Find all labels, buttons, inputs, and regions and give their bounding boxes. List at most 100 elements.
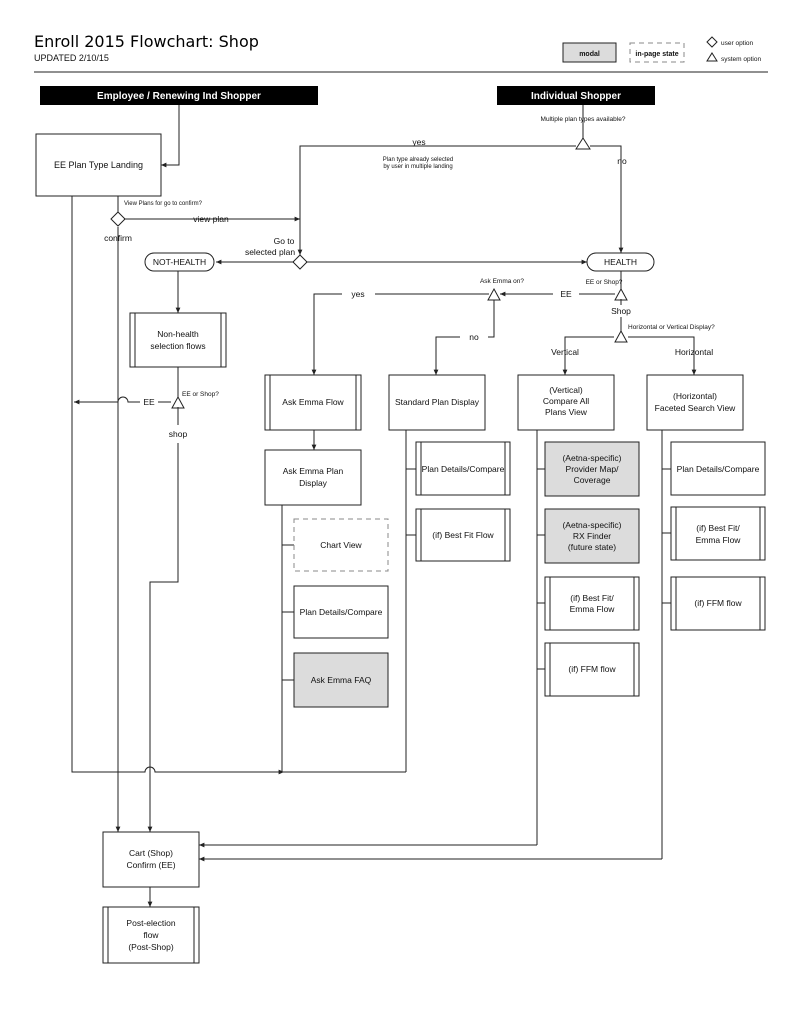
ask-emma-flow-label: Ask Emma Flow [282, 397, 344, 407]
view-plans-question: View Plans for go to confirm? [124, 201, 203, 207]
ee-left-label: EE [143, 397, 155, 407]
best-fit-emma-v-line1: (if) Best Fit/ [570, 593, 614, 603]
health-node [586, 252, 655, 272]
best-fit-emma-h-line2: Emma Flow [696, 535, 742, 545]
go-to-selected-line2: selected plan [245, 247, 295, 257]
diamond-icon [706, 36, 718, 48]
vertical-compare-line2: Compare All [543, 396, 589, 406]
triangle-icon [706, 52, 718, 62]
ffm-flow-v-label: (if) FFM flow [568, 664, 616, 674]
no-emma-label: no [469, 332, 479, 342]
ask-emma-plan-display-node [264, 449, 362, 506]
ffm-flow-h-node [670, 576, 766, 631]
multiple-plan-types-question: Multiple plan types available? [541, 116, 626, 123]
best-fit-flow-std-label: (if) Best Fit Flow [432, 530, 494, 540]
best-fit-emma-v-line2: Emma Flow [570, 604, 616, 614]
yes-top-label: yes [412, 137, 425, 147]
cart-line2: Confirm (EE) [126, 860, 175, 870]
banner-employee-label: Employee / Renewing Ind Shopper [97, 91, 261, 102]
ee-or-shop-right-question: EE or Shop? [586, 279, 623, 286]
not-health-label: NOT-HEALTH [153, 257, 206, 267]
plan-type-selected-line2: by user in multiple landing [383, 164, 452, 170]
plan-details-compare-std-node [415, 441, 511, 496]
vertical-compare-node [517, 374, 615, 431]
vertical-compare-line3: Plans View [545, 407, 588, 417]
horizontal-label: Horizontal [675, 347, 713, 357]
ask-emma-plan-display-line2: Display [299, 478, 328, 488]
provider-map-node [544, 441, 640, 497]
page-title: Enroll 2015 Flowchart: Shop [34, 32, 259, 51]
chart-view-node [293, 518, 389, 572]
nonhealth-flows-line1: Non-health [157, 329, 199, 339]
provider-map-line3: Coverage [574, 475, 611, 485]
triangle-icon [614, 287, 628, 301]
standard-plan-display-node [388, 374, 486, 431]
cart-node [102, 831, 200, 888]
provider-map-line2: Provider Map/ [566, 464, 620, 474]
ask-emma-faq-label: Ask Emma FAQ [311, 675, 372, 685]
connectors [69, 105, 697, 907]
best-fit-flow-std-node [415, 508, 511, 562]
banner-individual-label: Individual Shopper [531, 91, 621, 102]
rx-finder-line3: (future state) [568, 542, 616, 552]
shop-left-label: shop [169, 429, 188, 439]
updated-date: UPDATED 2/10/15 [34, 53, 109, 63]
horizontal-faceted-node [646, 374, 744, 431]
not-health-node [144, 252, 215, 272]
legend-user-option: user option [721, 40, 754, 47]
ask-emma-on-question: Ask Emma on? [480, 278, 524, 285]
best-fit-emma-h-line1: (if) Best Fit/ [696, 523, 740, 533]
nonhealth-flows-node [129, 312, 227, 368]
health-label: HEALTH [604, 257, 637, 267]
horizontal-faceted-line2: Faceted Search View [655, 403, 736, 413]
triangle-icon [575, 137, 591, 150]
ask-emma-faq-node [293, 652, 389, 708]
ask-emma-plan-display-line1: Ask Emma Plan [283, 466, 344, 476]
banner-individual [497, 86, 655, 105]
shop-right-label: Shop [611, 306, 631, 316]
vertical-compare-line1: (Vertical) [549, 385, 583, 395]
post-election-line2: flow [143, 930, 159, 940]
ffm-flow-h-label: (if) FFM flow [694, 598, 742, 608]
vertical-label: Vertical [551, 347, 579, 357]
triangle-icon [487, 287, 501, 301]
plan-type-selected-line1: Plan type already selected [383, 157, 453, 163]
legend-in-page-state-label: in-page state [635, 51, 678, 58]
ee-plan-type-landing-label: EE Plan Type Landing [54, 160, 143, 170]
horiz-or-vert-question: Horizontal or Vertical Display? [628, 324, 715, 331]
provider-map-line1: (Aetna-specific) [562, 453, 621, 463]
horizontal-faceted-line1: (Horizontal) [673, 391, 717, 401]
plan-details-compare-emma-node [293, 585, 389, 639]
best-fit-emma-h-node [670, 506, 766, 561]
ee-plan-type-landing [35, 133, 162, 197]
cart-line1: Cart (Shop) [129, 848, 173, 858]
diamond-icon [110, 211, 126, 227]
rx-finder-line2: RX Finder [573, 531, 611, 541]
ffm-flow-v-node [544, 642, 640, 697]
legend-in-page-state-swatch [629, 42, 685, 63]
yes-emma-label: yes [351, 289, 364, 299]
go-to-selected-line1: Go to [274, 236, 295, 246]
standard-plan-display-label: Standard Plan Display [395, 397, 480, 407]
banner-employee [40, 86, 318, 105]
legend-modal-swatch [562, 42, 617, 63]
no-top-label: no [617, 156, 627, 166]
view-plan-label: view plan [193, 214, 229, 224]
legend-modal-label: modal [579, 51, 600, 58]
post-election-node [102, 906, 200, 964]
plan-details-compare-std-label: Plan Details/Compare [422, 464, 505, 474]
plan-details-compare-h-label: Plan Details/Compare [677, 464, 760, 474]
nonhealth-flows-line2: selection flows [150, 341, 205, 351]
legend-system-option: system option [721, 56, 761, 63]
diamond-icon [292, 254, 308, 270]
best-fit-emma-v-node [544, 576, 640, 631]
post-election-line3: (Post-Shop) [128, 942, 174, 952]
plan-details-compare-emma-label: Plan Details/Compare [300, 607, 383, 617]
rx-finder-line1: (Aetna-specific) [562, 520, 621, 530]
triangle-icon [171, 395, 185, 409]
confirm-label: confirm [104, 233, 132, 243]
rx-finder-node [544, 508, 640, 564]
triangle-icon [614, 329, 628, 343]
ask-emma-flow-node [264, 374, 362, 431]
